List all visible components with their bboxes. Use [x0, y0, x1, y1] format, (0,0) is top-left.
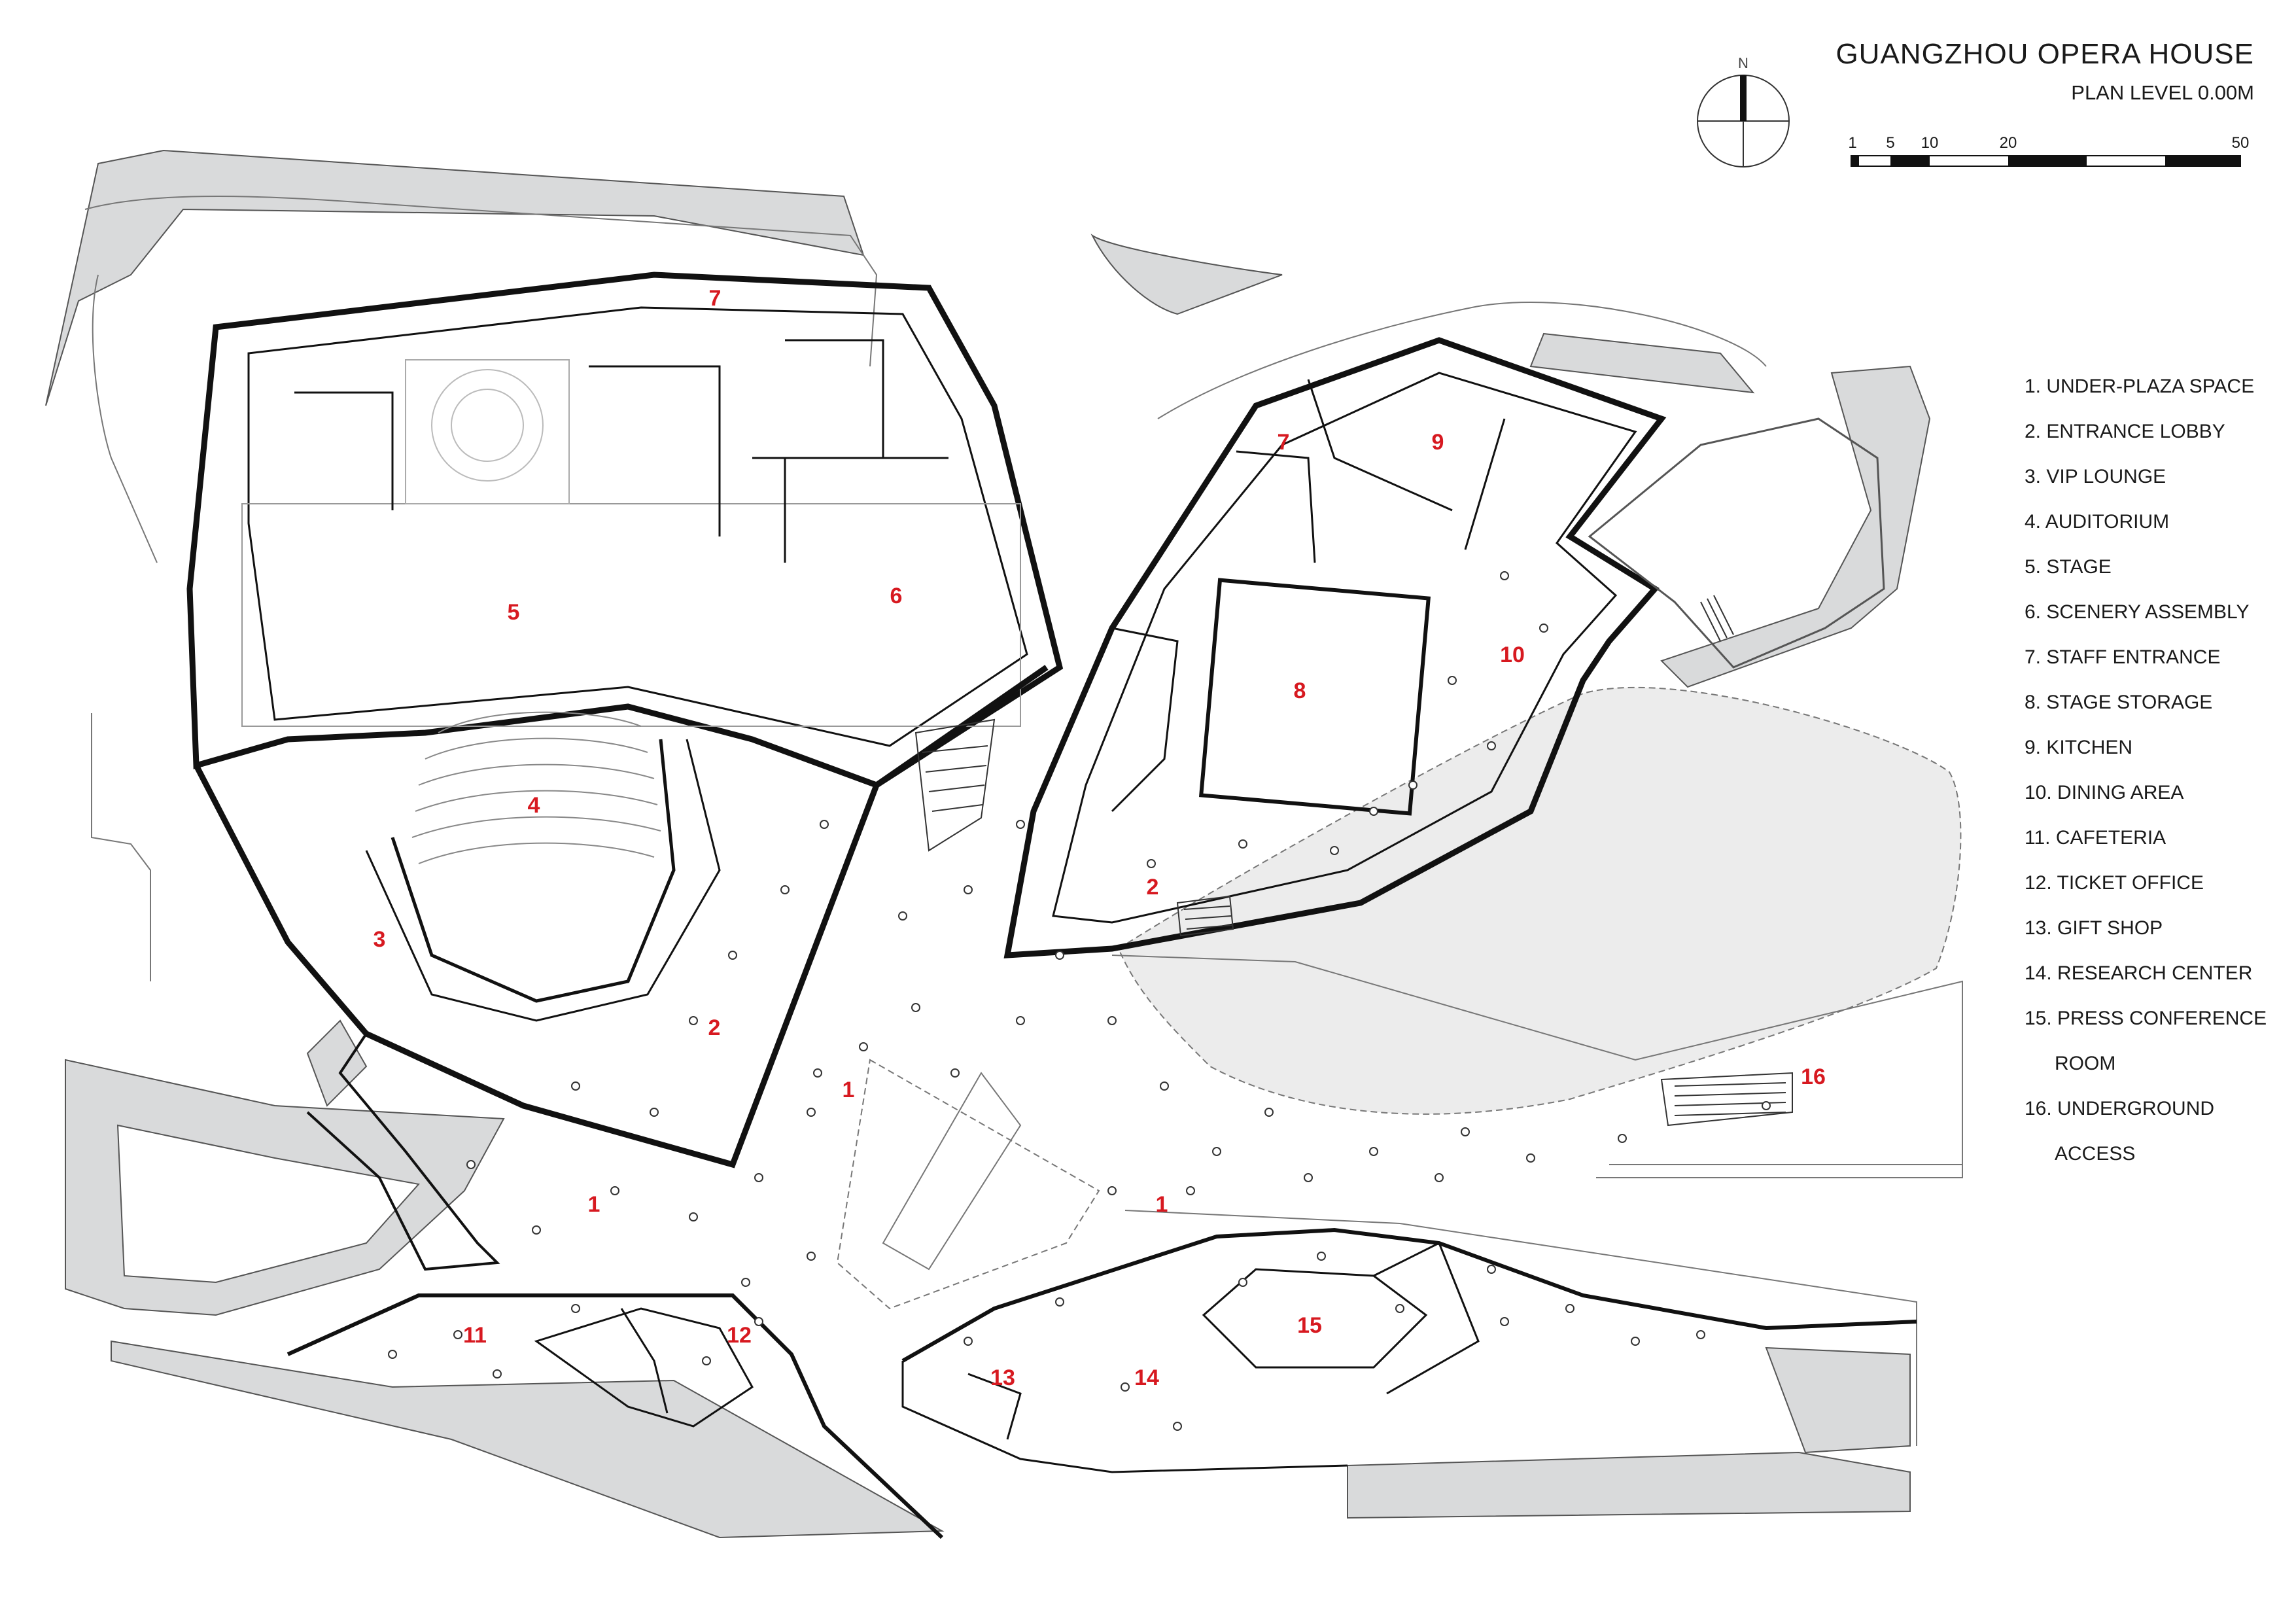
legend-item-label: 14. RESEARCH CENTER	[2025, 962, 2253, 984]
stairs	[914, 595, 1793, 1127]
landscape-areas	[45, 149, 1931, 1539]
drawing-title: GUANGZHOU OPERA HOUSE	[1835, 38, 2254, 70]
legend-item-label: 5. STAGE	[2025, 556, 2112, 578]
legend-item-label: 15. PRESS CONFERENCE	[2025, 1008, 2267, 1029]
legend-item-label: 13. GIFT SHOP	[2025, 917, 2163, 939]
room-number: 2	[1147, 875, 1159, 900]
room-number: 1	[843, 1078, 855, 1102]
room-number: 9	[1432, 430, 1444, 455]
south-east-block	[901, 1227, 1917, 1473]
north-east-building	[1003, 337, 1667, 958]
room-legend: 1. UNDER-PLAZA SPACE 2. ENTRANCE LOBBY 3…	[2025, 372, 2267, 1184]
legend-item-continuation: ROOM	[2025, 1049, 2267, 1094]
legend-item-label: 8. STAGE STORAGE	[2025, 692, 2213, 713]
landscape-cutout	[116, 1124, 420, 1284]
legend-item-label: 4. AUDITORIUM	[2025, 511, 2170, 533]
site-outlines	[84, 196, 1963, 1446]
east-wing	[1588, 417, 1885, 669]
legend-item-label: 10. DINING AREA	[2025, 782, 2184, 803]
room-number: 5	[508, 600, 520, 625]
legend-item: 7. STAFF ENTRANCE	[2025, 642, 2267, 688]
drawing-subtitle: PLAN LEVEL 0.00M	[2071, 81, 2254, 104]
legend-item-label: 16. UNDERGROUND	[2025, 1098, 2215, 1119]
room-number: 8	[1294, 678, 1306, 703]
legend-item-continuation: ACCESS	[2025, 1139, 2267, 1184]
scale-label: 5	[1886, 134, 1894, 152]
room-number: 15	[1297, 1313, 1322, 1338]
legend-item: 12. TICKET OFFICE	[2025, 868, 2267, 913]
legend-item: 11. CAFETERIA	[2025, 823, 2267, 868]
scale-bar: 1 5 10 20 50	[1848, 134, 2250, 167]
legend-item: 6. SCENERY ASSEMBLY	[2025, 597, 2267, 642]
north-arrow: N	[1697, 55, 1790, 167]
west-lobby-walls	[194, 665, 1049, 1271]
legend-item-label: 2. ENTRANCE LOBBY	[2025, 421, 2225, 442]
legend-item-label: 12. TICKET OFFICE	[2025, 872, 2204, 894]
legend-item-label: ROOM	[2055, 1053, 2116, 1074]
legend-item: 10. DINING AREA	[2025, 778, 2267, 823]
legend-item: 15. PRESS CONFERENCE	[2025, 1004, 2267, 1049]
scale-label: 50	[2232, 134, 2250, 152]
legend-item-label: 11. CAFETERIA	[2025, 827, 2166, 849]
legend-item-label: 1. UNDER-PLAZA SPACE	[2025, 376, 2255, 397]
legend-item: 9. KITCHEN	[2025, 733, 2267, 778]
room-number: 4	[528, 793, 540, 818]
legend-item-label: 7. STAFF ENTRANCE	[2025, 646, 2221, 668]
auditorium-seating	[365, 711, 721, 1022]
room-numbers: 1 1 1 2 2 3 4 5 6 7 7 8 9 10 11 12 13 14…	[374, 286, 1826, 1390]
legend-item: 5. STAGE	[2025, 552, 2267, 597]
room-number: 7	[709, 286, 722, 311]
legend-item: 13. GIFT SHOP	[2025, 913, 2267, 958]
legend-item: 3. VIP LOUNGE	[2025, 462, 2267, 507]
room-number: 11	[463, 1323, 487, 1348]
legend-item: 2. ENTRANCE LOBBY	[2025, 417, 2267, 462]
water-feature	[1117, 686, 1962, 1115]
room-number: 6	[890, 584, 903, 608]
room-number: 12	[727, 1323, 752, 1348]
room-number: 1	[588, 1192, 600, 1217]
room-number: 10	[1500, 642, 1525, 667]
north-label: N	[1738, 55, 1748, 71]
legend-item: 8. STAGE STORAGE	[2025, 688, 2267, 733]
legend-item: 4. AUDITORIUM	[2025, 507, 2267, 552]
scale-label: 10	[1921, 134, 1939, 152]
room-number: 1	[1156, 1192, 1168, 1217]
room-number: 14	[1134, 1365, 1159, 1390]
room-number: 16	[1801, 1064, 1826, 1089]
room-number: 2	[708, 1015, 721, 1040]
legend-item: 14. RESEARCH CENTER	[2025, 958, 2267, 1004]
legend-item: 16. UNDERGROUND	[2025, 1094, 2267, 1139]
south-west-block	[287, 1293, 944, 1539]
legend-item-label: 3. VIP LOUNGE	[2025, 466, 2166, 487]
scale-label: 20	[2000, 134, 2017, 152]
legend-item: 1. UNDER-PLAZA SPACE	[2025, 372, 2267, 417]
room-number: 3	[374, 927, 386, 952]
room-number: 7	[1278, 430, 1290, 455]
legend-item-label: 9. KITCHEN	[2025, 737, 2133, 758]
legend-item-label: ACCESS	[2055, 1143, 2136, 1165]
room-number: 13	[990, 1365, 1015, 1390]
scale-label: 1	[1848, 134, 1856, 152]
plaza-columns	[388, 571, 1771, 1431]
legend-item-label: 6. SCENERY ASSEMBLY	[2025, 601, 2250, 623]
stage-house-building	[186, 272, 1064, 788]
